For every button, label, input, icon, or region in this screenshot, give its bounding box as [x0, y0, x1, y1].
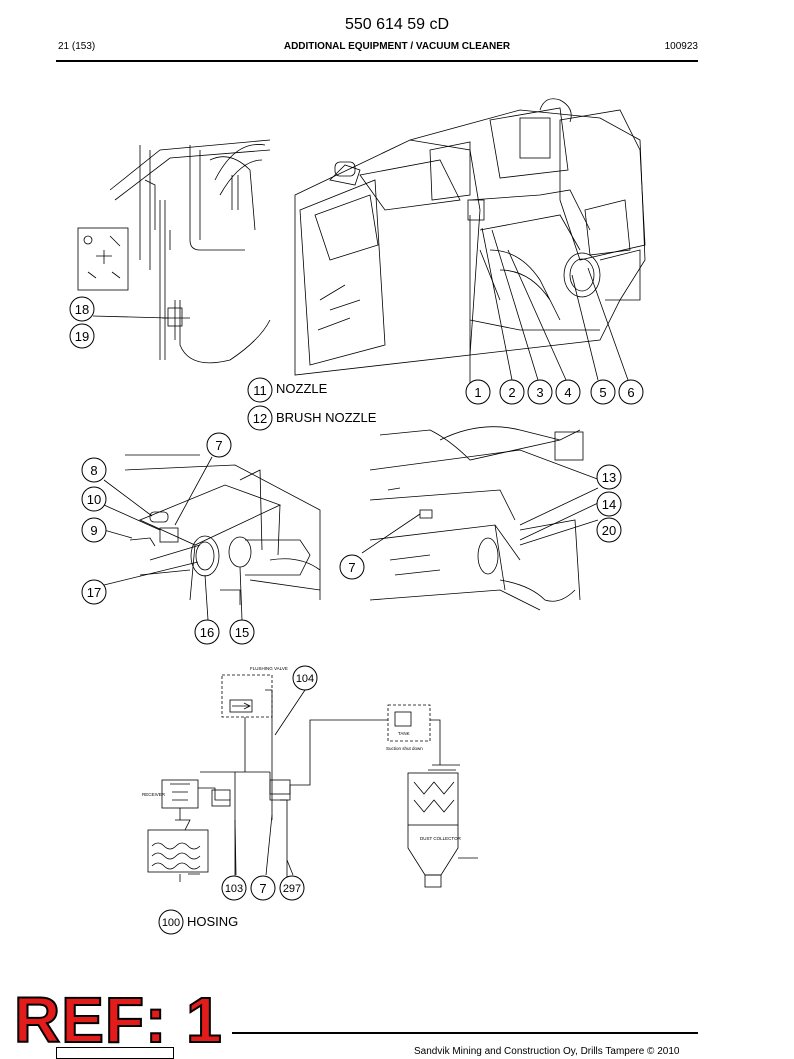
callout-104: 104: [296, 673, 314, 685]
callout-297: 297: [283, 883, 301, 895]
callout-13: 13: [602, 470, 616, 485]
schematic-text: FLUSHING VALVE TANK Suction shut down RE…: [142, 666, 462, 841]
callout-103: 103: [225, 883, 243, 895]
callout-circles: [69, 296, 644, 935]
dust-collector-text: DUST COLLECTOR: [420, 836, 462, 841]
tank-text: TANK: [398, 731, 410, 736]
flushing-valve-text: FLUSHING VALVE: [250, 666, 288, 671]
callout-6: 6: [627, 385, 634, 400]
page-ref: 21 (153): [58, 41, 96, 52]
callout-2: 2: [508, 385, 515, 400]
copyright-text: Sandvik Mining and Construction Oy, Dril…: [414, 1046, 680, 1057]
doc-number: 550 614 59 cD: [344, 16, 450, 33]
callout-numbers: 18 19 1 2 3 4 5 6 7 8 10 9 17 16 15 13 1…: [75, 302, 635, 929]
callout-8: 8: [90, 463, 97, 478]
suction-shut-down-text: Suction shut down: [386, 746, 423, 751]
callout-16: 16: [200, 625, 214, 640]
boom-nozzle-drawing: [369, 426, 601, 611]
callout-18: 18: [75, 302, 89, 317]
valve-detail-drawing: [77, 139, 271, 364]
legend-labels: NOZZLE BRUSH NOZZLE HOSING: [187, 381, 377, 929]
brush-nozzle-label: BRUSH NOZZLE: [276, 410, 377, 425]
hosing-label: HOSING: [187, 914, 238, 929]
hosing-number: 100: [162, 917, 180, 929]
callout-9: 9: [90, 523, 97, 538]
hosing-schematic: [147, 674, 478, 888]
section-title: ADDITIONAL EQUIPMENT / VACUUM CLEANER: [283, 41, 511, 52]
date-code: 100923: [664, 41, 698, 52]
callout-7-bottom: 7: [259, 881, 266, 896]
callout-3: 3: [536, 385, 543, 400]
callout-4: 4: [564, 385, 571, 400]
nozzle-mount-drawing: [124, 454, 321, 605]
callout-1: 1: [474, 385, 481, 400]
callout-17: 17: [87, 585, 101, 600]
nozzle-label: NOZZLE: [276, 381, 328, 396]
callout-10: 10: [87, 492, 101, 507]
vehicle-cab-drawing: [294, 98, 646, 376]
callout-20: 20: [602, 523, 616, 538]
ref-stamp: REF: 1: [13, 984, 223, 1056]
nozzle-number: 11: [253, 383, 267, 398]
callout-7-left: 7: [215, 438, 222, 453]
footer-rule: [232, 1032, 698, 1034]
callout-5: 5: [599, 385, 606, 400]
callout-15: 15: [235, 625, 249, 640]
header-rule: [56, 60, 698, 62]
callout-19: 19: [75, 329, 89, 344]
leader-lines: [92, 215, 629, 876]
brush-nozzle-number: 12: [253, 411, 267, 426]
callout-7-right: 7: [348, 560, 355, 575]
callout-14: 14: [602, 497, 616, 512]
receiver-text: RECEIVER: [142, 792, 166, 797]
